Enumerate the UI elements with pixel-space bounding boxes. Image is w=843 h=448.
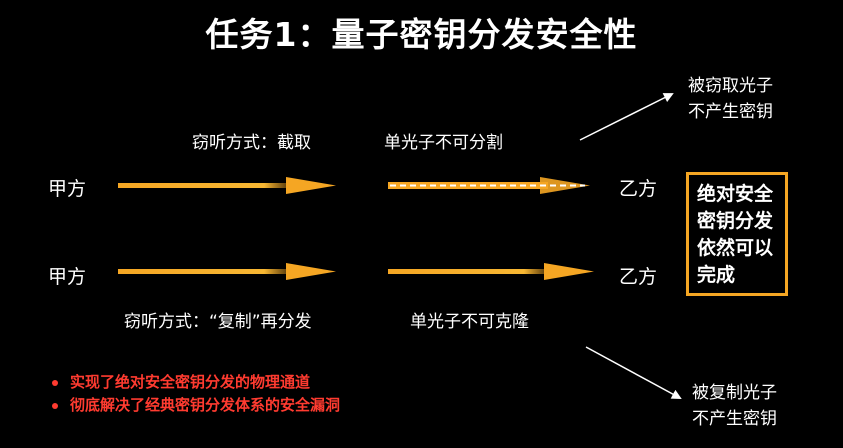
receiver-label-row2: 乙方 — [619, 266, 658, 288]
outcome-row2-line2: 不产生密钥 — [692, 409, 777, 429]
pointer-arrow-row2 — [585, 346, 682, 399]
bullet-item: 彻底解决了经典密钥分发体系的安全漏洞 — [52, 394, 340, 417]
bullet-dot-icon — [52, 402, 58, 409]
sender-label-row2: 甲方 — [48, 266, 87, 288]
beam-row2-right — [388, 263, 594, 280]
bullet-dot-icon — [52, 379, 58, 386]
outcome-row1-line1: 被窃取光子 — [688, 76, 773, 96]
conclusion-line: 完成 — [697, 264, 736, 286]
bullet-text: 彻底解决了经典密钥分发体系的安全漏洞 — [70, 396, 341, 414]
page-title: 任务1：量子密钥分发安全性 — [205, 15, 638, 54]
conclusion-line: 绝对安全 — [697, 183, 774, 205]
principle-row1: 单光子不可分割 — [384, 133, 503, 153]
beam-row1-split — [388, 177, 590, 194]
sender-label-row1: 甲方 — [48, 178, 87, 200]
outcome-row1-line2: 不产生密钥 — [688, 102, 773, 122]
pointer-arrow-row1 — [579, 93, 674, 141]
eavesdrop-method-row2: 窃听方式：“复制”再分发 — [124, 312, 312, 332]
outcome-row1: 被窃取光子 不产生密钥 — [688, 73, 773, 125]
conclusion-line: 依然可以 — [697, 237, 774, 259]
outcome-row2: 被复制光子 不产生密钥 — [692, 380, 777, 432]
beam-row1-left — [118, 177, 336, 194]
bullet-list: 实现了绝对安全密钥分发的物理通道 彻底解决了经典密钥分发体系的安全漏洞 — [52, 371, 340, 417]
outcome-row2-line1: 被复制光子 — [692, 383, 777, 403]
eavesdrop-method-row1: 窃听方式：截取 — [192, 133, 311, 153]
principle-row2: 单光子不可克隆 — [410, 312, 529, 332]
receiver-label-row1: 乙方 — [619, 178, 658, 200]
bullet-text: 实现了绝对安全密钥分发的物理通道 — [70, 373, 311, 391]
conclusion-box: 绝对安全 密钥分发 依然可以 完成 — [686, 172, 788, 296]
conclusion-line: 密钥分发 — [697, 210, 774, 232]
bullet-item: 实现了绝对安全密钥分发的物理通道 — [52, 371, 340, 394]
beam-row2-left — [118, 263, 336, 280]
